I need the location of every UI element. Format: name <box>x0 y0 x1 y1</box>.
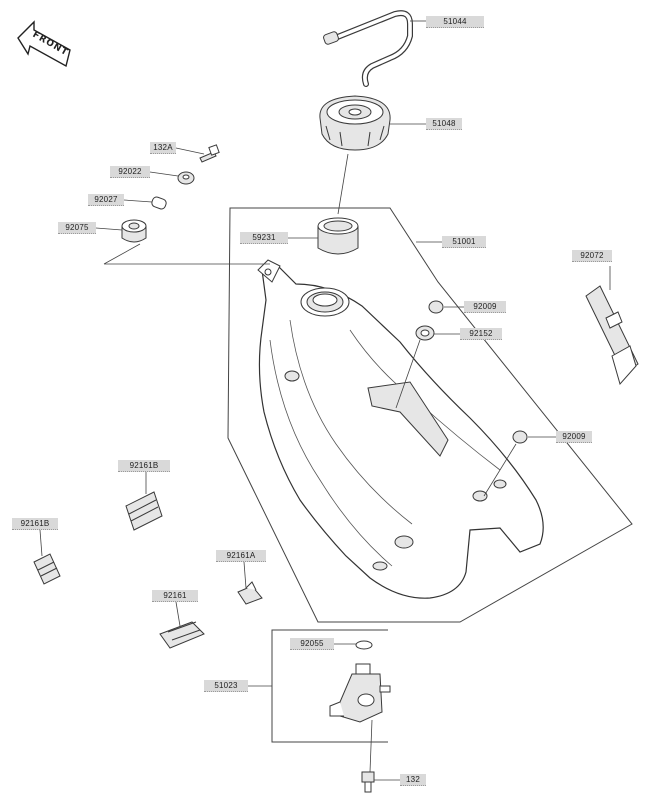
part-label-damper-92075: 92075 <box>58 222 96 234</box>
damper-92075 <box>121 219 147 243</box>
part-label-cushion-92161b-upper: 92161B <box>118 460 170 472</box>
part-label-fuel-tank: 51001 <box>442 236 486 248</box>
collar-92027 <box>151 196 167 210</box>
part-label-fuel-hose: 51044 <box>426 16 484 28</box>
part-label-cushion-92161: 92161 <box>152 590 198 602</box>
fuel-hose <box>323 10 413 87</box>
part-label-filler-collar: 59231 <box>240 232 288 244</box>
bolt-132a <box>199 144 220 163</box>
part-label-collar-92027: 92027 <box>88 194 124 206</box>
cushion-92161 <box>159 621 205 649</box>
o-ring <box>355 640 373 650</box>
part-label-cushion-92161b-left: 92161B <box>12 518 58 530</box>
filler-collar <box>317 217 359 255</box>
part-label-tank-strap: 92072 <box>572 250 612 262</box>
rubber-cap-upper <box>428 300 444 314</box>
part-label-grommet-92152: 92152 <box>460 328 502 340</box>
part-label-cushion-92161a: 92161A <box>216 550 266 562</box>
part-label-fuel-cock: 51023 <box>204 680 248 692</box>
front-arrow-icon: FRONT <box>17 20 71 68</box>
fuel-cap <box>319 95 391 151</box>
rubber-cap-lower <box>512 430 528 444</box>
part-label-o-ring: 92055 <box>290 638 334 650</box>
cushion-92161b-left <box>33 553 61 585</box>
part-label-rubber-cap-lower: 92009 <box>556 431 592 443</box>
part-label-rubber-cap-upper: 92009 <box>464 301 506 313</box>
part-label-washer: 92022 <box>110 166 150 178</box>
part-label-bolt-132: 132 <box>400 774 426 786</box>
bolt-132 <box>361 771 375 793</box>
washer <box>177 171 195 185</box>
grommet-92152 <box>415 325 435 341</box>
tank-strap <box>585 285 639 386</box>
cushion-92161b-upper <box>125 491 163 531</box>
fuel-cock <box>329 663 391 723</box>
part-label-bolt-132a: 132A <box>150 142 176 154</box>
cushion-92161a <box>237 581 263 605</box>
part-label-fuel-cap: 51048 <box>426 118 462 130</box>
fuel-tank <box>257 259 544 599</box>
